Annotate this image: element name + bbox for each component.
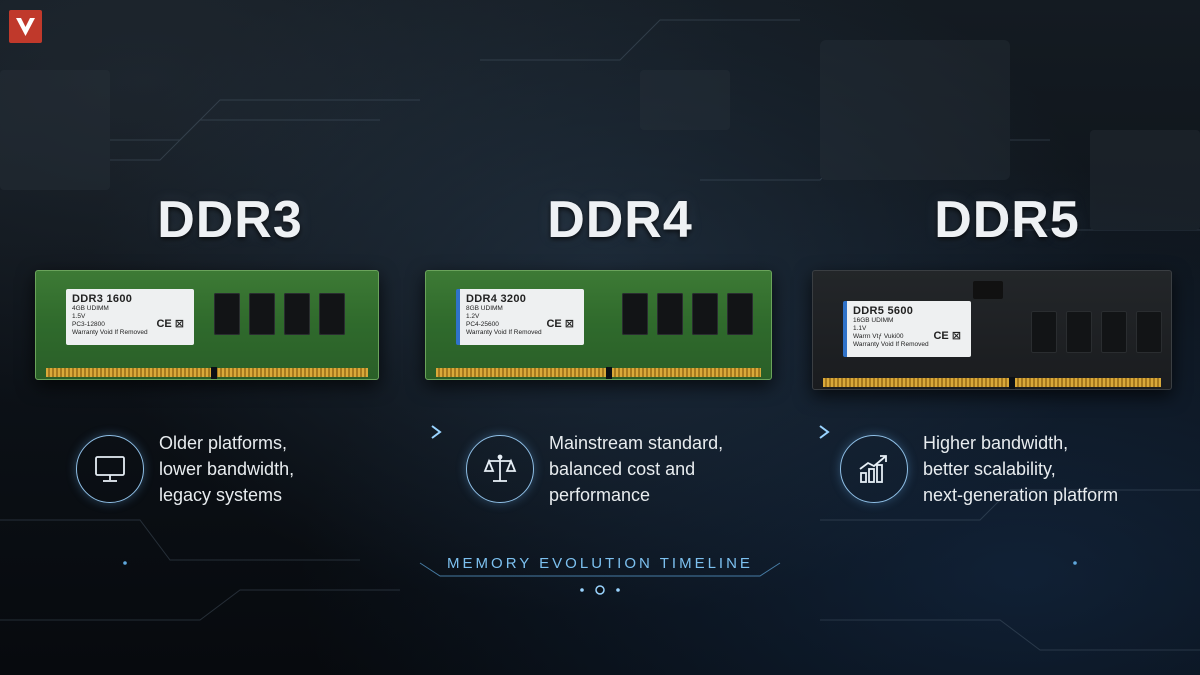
ram-label-name: DDR4 3200	[466, 293, 527, 305]
ram-label-spec: 1.1V	[853, 325, 867, 332]
feature-ddr4: Mainstream standard, balanced cost and p…	[466, 430, 723, 508]
key-notch	[211, 367, 217, 379]
memory-chip	[1031, 311, 1057, 353]
gold-pins	[823, 378, 1161, 387]
timeline-title: MEMORY EVOLUTION TIMELINE	[447, 555, 753, 572]
ram-label-spec: Warrn Vtƒ Vuki00	[853, 333, 904, 340]
ram-label-spec: 8GB UDIMM	[466, 305, 503, 312]
bar-chart-growth-icon	[840, 435, 908, 503]
feature-line: legacy systems	[159, 485, 283, 505]
module-title: DDR3	[157, 191, 303, 249]
ram-label-spec: 1.5V	[72, 313, 86, 320]
memory-chips	[1031, 311, 1162, 353]
feature-line: balanced cost and	[549, 459, 696, 479]
ram-label-spec: Warranty Void If Removed	[72, 329, 148, 336]
memory-chip	[1136, 311, 1162, 353]
ram-label-name: DDR3 1600	[72, 293, 133, 305]
ram-label: DDR4 3200 8GB UDIMM 1.2V PC4-25600 Warra…	[456, 289, 584, 345]
feature-line: Older platforms,	[159, 433, 288, 453]
ram-label-spec: 4GB UDIMM	[72, 305, 109, 312]
ram-stick-ddr3: DDR3 1600 4GB UDIMM 1.5V PC3-12800 Warra…	[35, 270, 379, 380]
feature-line: Higher bandwidth,	[923, 433, 1069, 453]
memory-chip	[622, 293, 648, 335]
ram-label-spec: Warranty Void If Removed	[853, 341, 929, 348]
feature-text: Higher bandwidth, better scalability, ne…	[923, 430, 1118, 508]
memory-chip	[214, 293, 240, 335]
feature-text: Mainstream standard, balanced cost and p…	[549, 430, 723, 508]
feature-text: Older platforms, lower bandwidth, legacy…	[159, 430, 294, 508]
ce-mark: CE ⊠	[156, 318, 184, 330]
module-ddr3: DDR3 DDR3 1600 4GB UDIMM 1.5V PC3-12800 …	[35, 190, 425, 380]
ram-label-spec: Warranty Void If Removed	[466, 329, 542, 336]
feature-ddr3: Older platforms, lower bandwidth, legacy…	[76, 430, 294, 508]
ram-label-spec: 16GB UDIMM	[853, 317, 894, 324]
feature-ddr5: Higher bandwidth, better scalability, ne…	[840, 430, 1118, 508]
module-ddr5: DDR5 DDR5 5600 16GB UDIMM 1.1V Warrn Vtƒ…	[812, 190, 1200, 390]
timeline-frame	[120, 561, 1080, 595]
gold-pins	[46, 368, 368, 377]
ce-mark: CE ⊠	[933, 330, 961, 342]
feature-line: next-generation platform	[923, 485, 1119, 505]
ram-label-name: DDR5 5600	[853, 305, 914, 317]
memory-chip	[319, 293, 345, 335]
memory-chip	[1101, 311, 1127, 353]
memory-chip	[249, 293, 275, 335]
ce-mark: CE ⊠	[546, 318, 574, 330]
memory-chip	[727, 293, 753, 335]
memory-chip	[692, 293, 718, 335]
ram-label-spec: 1.2V	[466, 313, 480, 320]
module-ddr4: DDR4 DDR4 3200 8GB UDIMM 1.2V PC4-25600 …	[425, 190, 815, 380]
ram-stick-ddr4: DDR4 3200 8GB UDIMM 1.2V PC4-25600 Warra…	[425, 270, 772, 380]
feature-line: lower bandwidth,	[159, 459, 295, 479]
module-title: DDR5	[934, 191, 1080, 249]
brand-logo	[9, 10, 42, 43]
feature-line: performance	[549, 485, 651, 505]
arrow-ddr4-to-ddr5	[718, 425, 830, 439]
key-notch	[1009, 377, 1015, 389]
ram-label: DDR5 5600 16GB UDIMM 1.1V Warrn Vtƒ Vuki…	[843, 301, 971, 357]
ram-stick-ddr5: DDR5 5600 16GB UDIMM 1.1V Warrn Vtƒ Vuki…	[812, 270, 1172, 390]
gold-pins	[436, 368, 761, 377]
memory-chip	[284, 293, 310, 335]
feature-line: Mainstream standard,	[549, 433, 724, 453]
arrow-ddr3-to-ddr4	[330, 425, 442, 439]
pmic-chip	[973, 281, 1003, 299]
feature-line: better scalability,	[923, 459, 1056, 479]
memory-chips	[622, 293, 753, 335]
balance-scale-icon	[466, 435, 534, 503]
memory-chip	[1066, 311, 1092, 353]
memory-chip	[657, 293, 683, 335]
ram-label-spec: PC3-12800	[72, 321, 105, 328]
module-title: DDR4	[547, 191, 693, 249]
ram-label: DDR3 1600 4GB UDIMM 1.5V PC3-12800 Warra…	[66, 289, 194, 345]
key-notch	[606, 367, 612, 379]
ram-label-spec: PC4-25600	[466, 321, 499, 328]
memory-chips	[214, 293, 345, 335]
monitor-icon	[76, 435, 144, 503]
